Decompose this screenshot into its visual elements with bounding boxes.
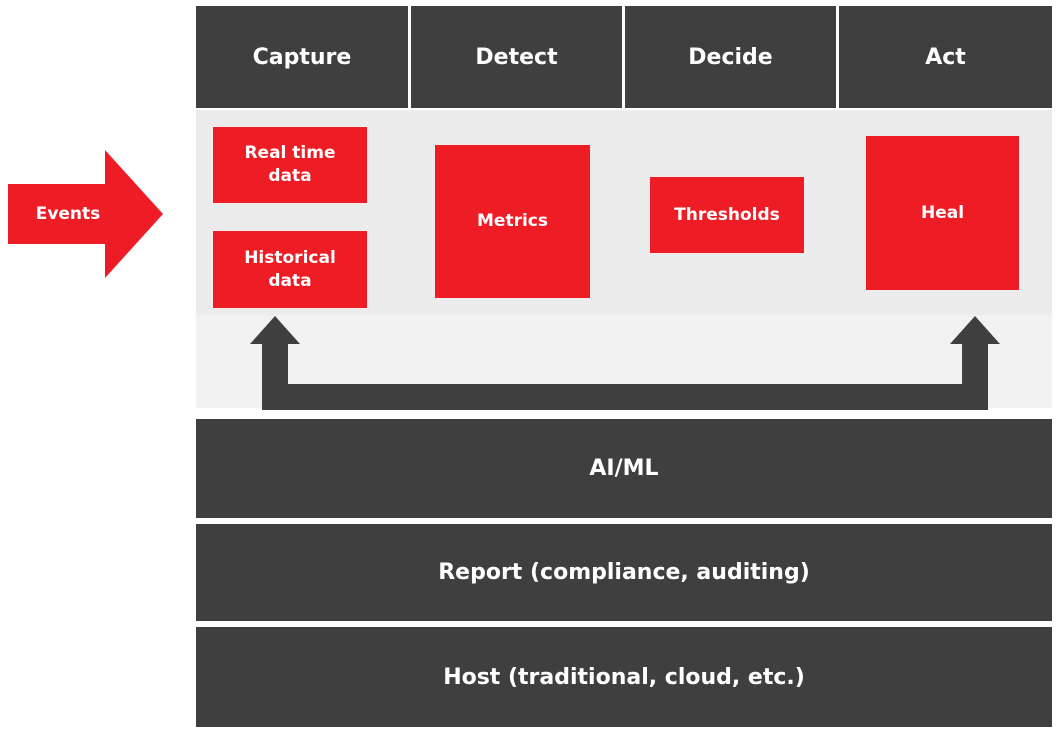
feedback-loop-arrow-icon: [250, 316, 1000, 410]
layer-report: Report (compliance, auditing): [196, 524, 1052, 621]
historical-data-box: Historical data: [213, 231, 367, 308]
events-label: Events: [35, 204, 101, 224]
events-arrow-icon: [8, 150, 163, 278]
thresholds-box: Thresholds: [650, 177, 804, 253]
layer-host: Host (traditional, cloud, etc.): [196, 627, 1052, 727]
metrics-box: Metrics: [435, 145, 590, 298]
real-time-data-box: Real time data: [213, 127, 367, 203]
stage-decide: Decide: [625, 6, 836, 108]
stage-act: Act: [839, 6, 1052, 108]
stage-detect: Detect: [411, 6, 622, 108]
heal-box: Heal: [866, 136, 1019, 290]
layer-ai-ml: AI/ML: [196, 419, 1052, 518]
stage-capture: Capture: [196, 6, 408, 108]
